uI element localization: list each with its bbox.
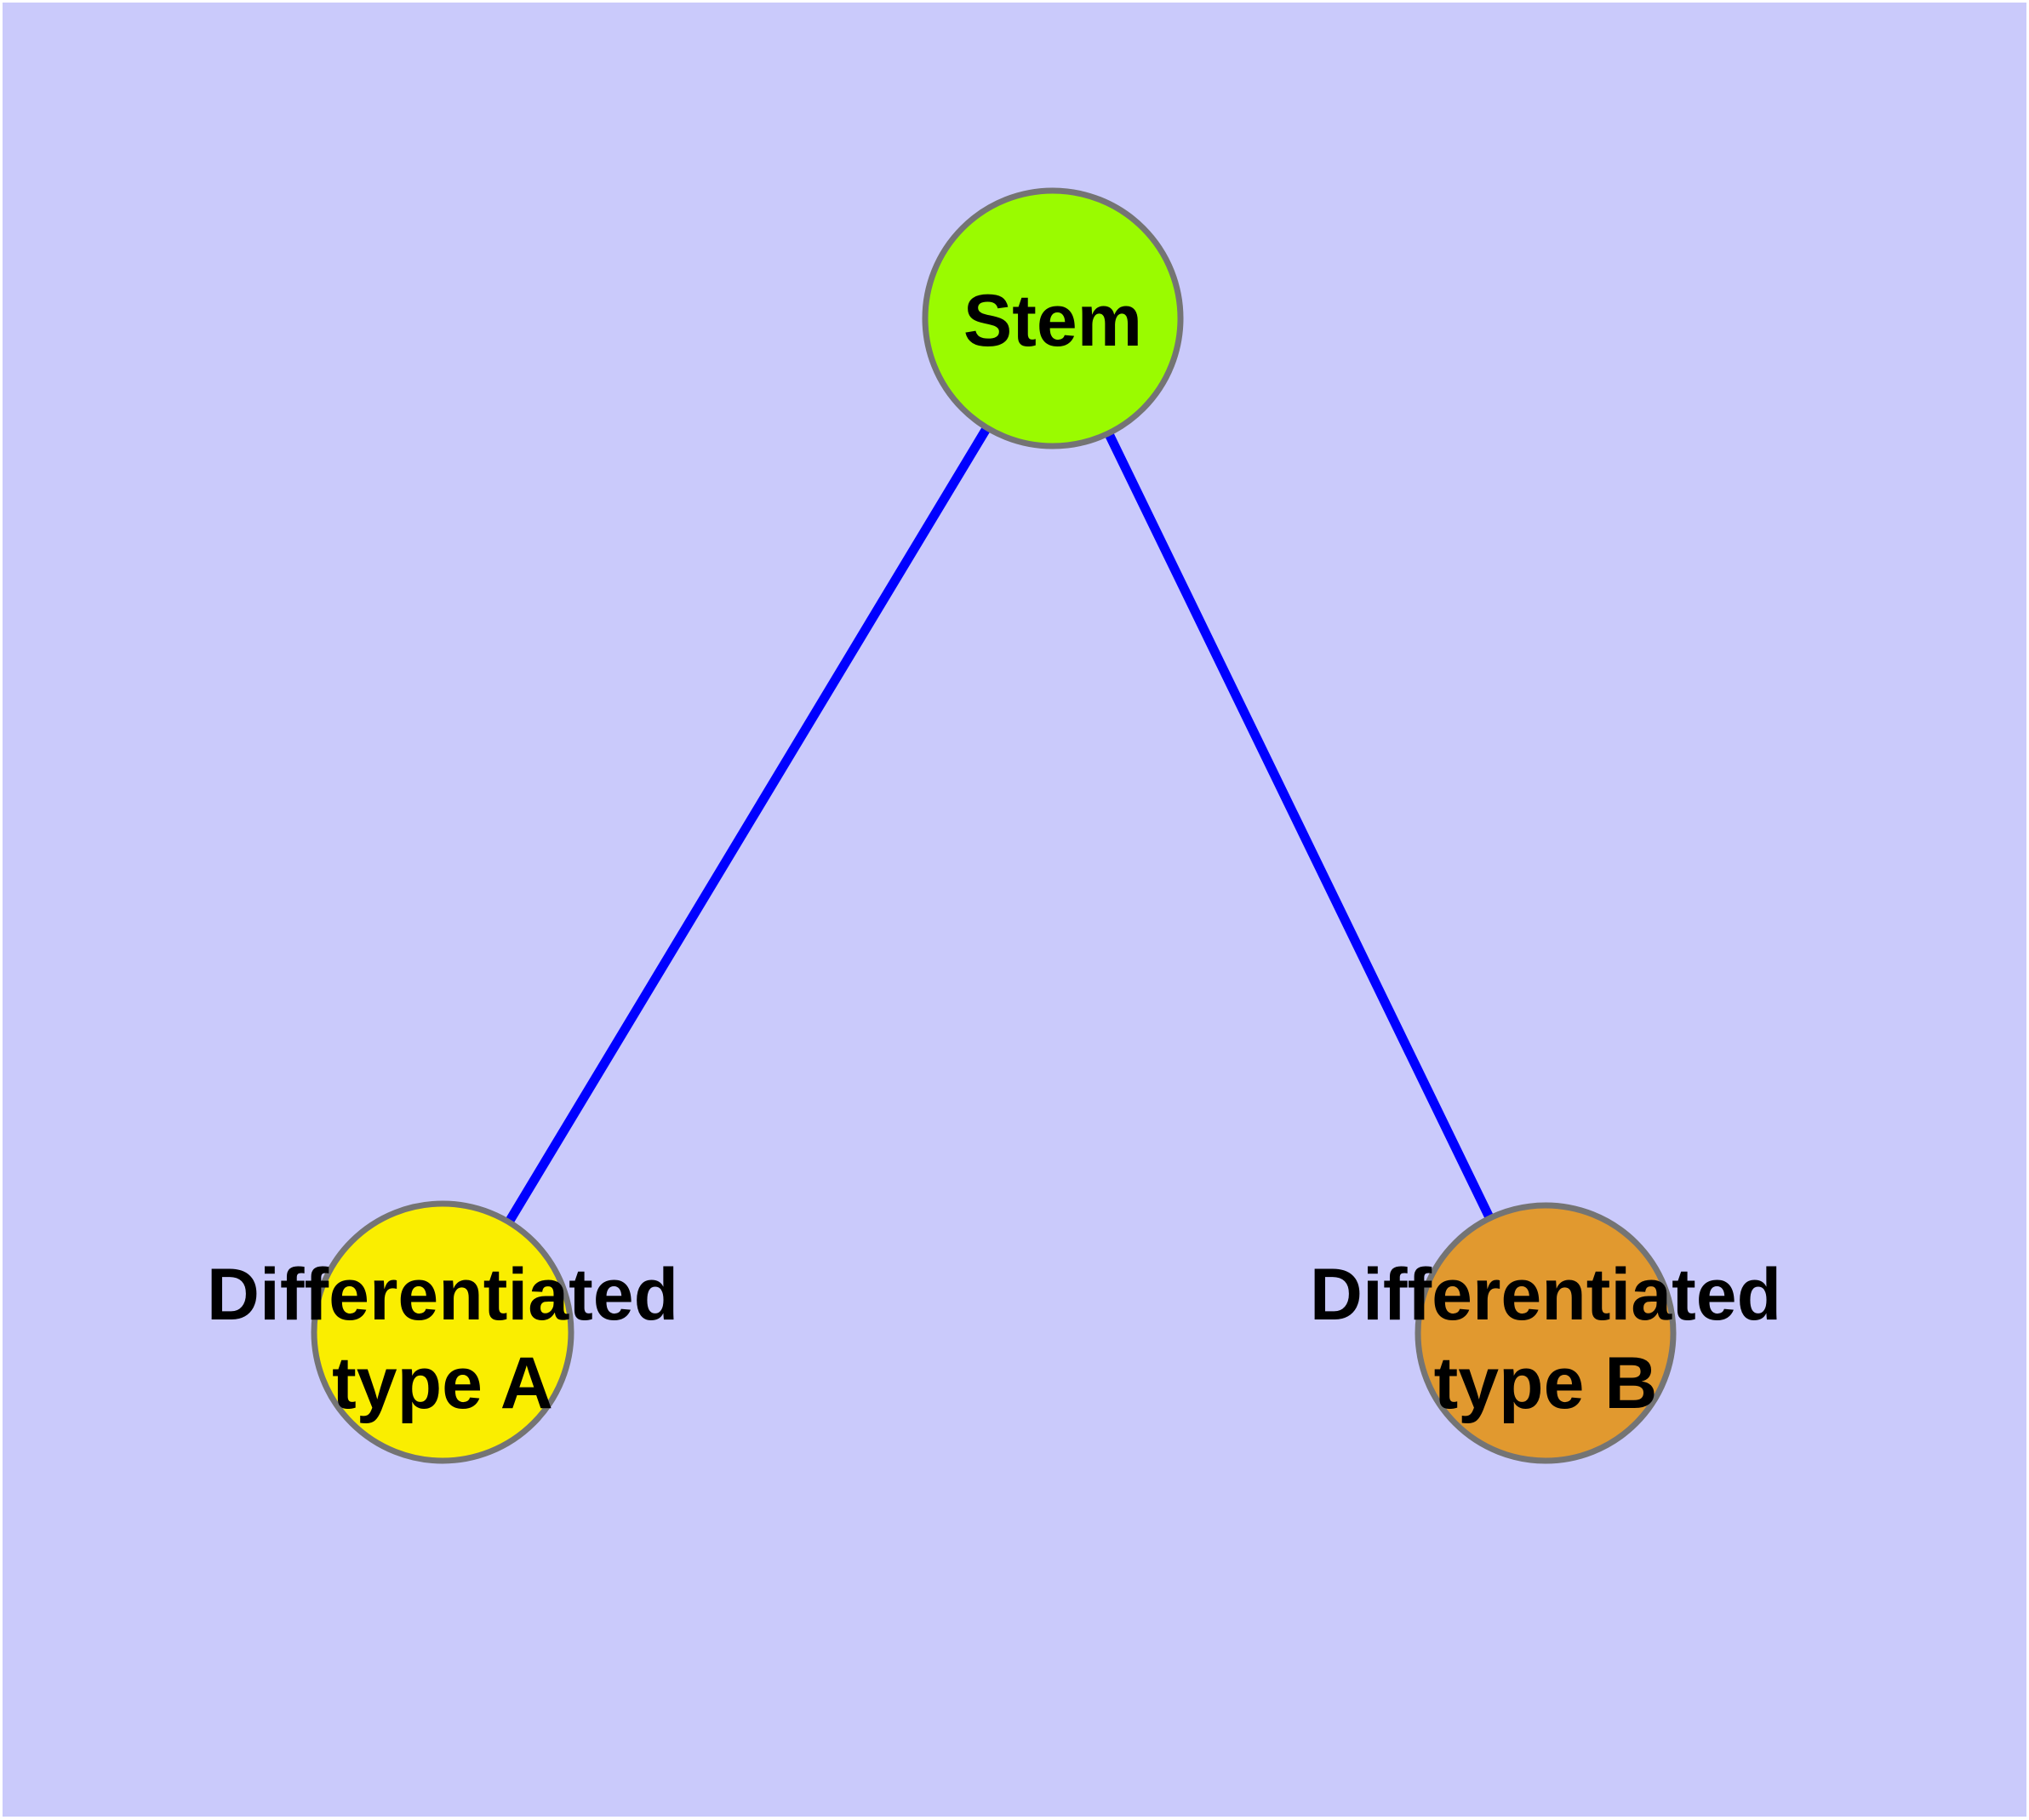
node-type-a-label-line1: Differentiated xyxy=(207,1254,678,1336)
node-type-b-label-line1: Differentiated xyxy=(1310,1254,1781,1336)
node-differentiated-type-a xyxy=(311,1200,574,1464)
edge-stem-to-type-a xyxy=(438,316,1057,1335)
node-type-a-label-line2: type A xyxy=(332,1342,553,1424)
node-stem-label: Stem xyxy=(963,280,1142,362)
node-type-b-label-line2: type B xyxy=(1434,1342,1658,1424)
node-stem xyxy=(922,187,1184,449)
edge-stem-to-type-b xyxy=(1049,316,1550,1336)
node-differentiated-type-b xyxy=(1415,1202,1677,1464)
